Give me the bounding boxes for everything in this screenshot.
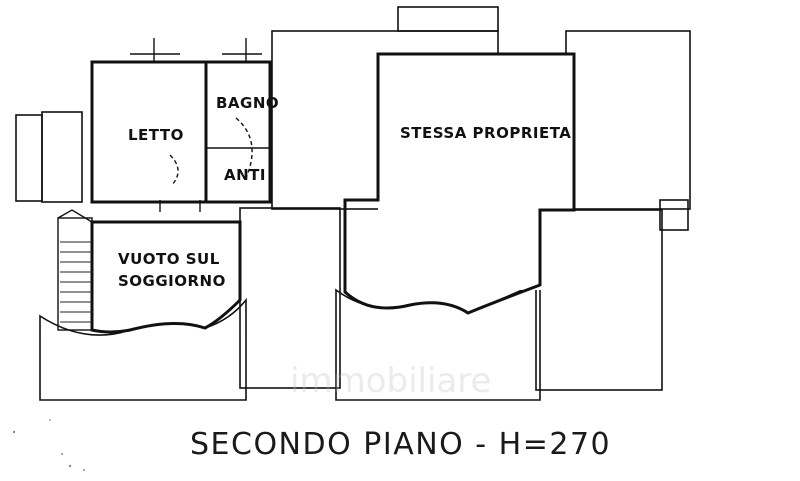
room-label-letto: LETTO	[128, 126, 184, 144]
room-label-stessa-proprieta: STESSA PROPRIETA'	[400, 124, 576, 142]
scan-noise	[12, 419, 85, 471]
rooms	[57, 38, 576, 334]
plan-title: SECONDO PIANO - H=270	[190, 427, 611, 462]
watermark: immobiliare	[290, 361, 491, 401]
room-label-vuoto-line1: VUOTO SUL	[118, 250, 220, 268]
room-label-vuoto-line2: SOGGIORNO	[118, 272, 226, 290]
room-label-anti: ANTI	[224, 166, 266, 184]
chimney-box	[397, 6, 499, 32]
roof-areas	[15, 30, 691, 401]
room-label-bagno: BAGNO	[216, 94, 279, 112]
